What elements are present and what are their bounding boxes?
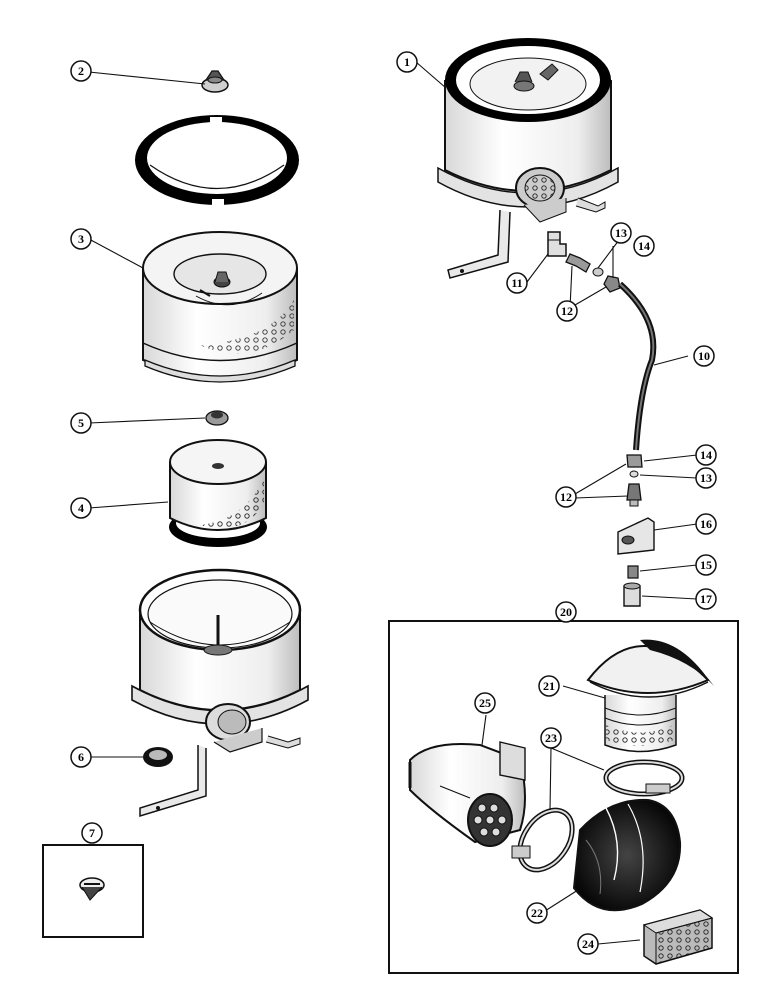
tube-part	[617, 281, 657, 451]
svg-text:25: 25	[479, 696, 491, 710]
svg-text:17: 17	[700, 592, 712, 606]
elbow-fitting-part	[547, 231, 567, 257]
air-cleaner-assembly-part	[437, 38, 619, 279]
callout-6: 6	[70, 746, 92, 768]
callout-16: 16	[695, 513, 717, 535]
leader-lines	[88, 61, 698, 945]
elbow-hose-part	[572, 798, 682, 912]
svg-text:14: 14	[638, 239, 650, 253]
lower-fittings-stack	[617, 454, 655, 607]
nut-part-top	[603, 275, 621, 293]
part-7-inset-box	[42, 844, 144, 938]
callout-22: 22	[526, 902, 548, 924]
svg-text:1: 1	[404, 55, 410, 69]
svg-text:22: 22	[531, 906, 543, 920]
svg-text:24: 24	[582, 937, 594, 951]
callout-17: 17	[695, 588, 717, 610]
svg-text:15: 15	[700, 558, 712, 572]
svg-text:10: 10	[698, 349, 710, 363]
svg-text:20: 20	[560, 605, 572, 619]
precleaner-cap-part	[586, 639, 714, 753]
foam-block-part	[642, 909, 714, 965]
svg-text:6: 6	[78, 750, 84, 764]
gasket-ring-part	[135, 115, 299, 205]
callout-7: 7	[81, 822, 103, 844]
callout-14-bottom: 14	[695, 444, 717, 466]
svg-text:13: 13	[615, 226, 627, 240]
callout-21: 21	[538, 675, 560, 697]
callout-23: 23	[540, 727, 562, 749]
svg-text:14: 14	[700, 448, 712, 462]
svg-text:7: 7	[89, 826, 95, 840]
callout-11: 11	[506, 272, 528, 294]
callout-10: 10	[693, 345, 715, 367]
svg-text:21: 21	[543, 679, 555, 693]
plug-part	[143, 747, 173, 767]
callout-5: 5	[70, 412, 92, 434]
callout-25: 25	[474, 692, 496, 714]
callout-3: 3	[70, 228, 92, 250]
wing-nut-part	[201, 70, 229, 93]
callout-20: 20	[555, 601, 577, 623]
svg-text:12: 12	[561, 304, 573, 318]
callout-15: 15	[695, 554, 717, 576]
small-nut-part	[205, 410, 229, 426]
hose-clamp-part-large	[603, 759, 685, 797]
svg-text:13: 13	[700, 471, 712, 485]
bottom-housing-part	[131, 568, 309, 818]
sleeve-part-top	[592, 267, 604, 277]
callout-13-top: 13	[610, 222, 632, 244]
callout-12-top: 12	[556, 300, 578, 322]
callout-24: 24	[577, 933, 599, 955]
connector-part-top	[565, 253, 591, 273]
inner-filter-element-part	[169, 439, 267, 547]
hose-clamp-part-small	[511, 807, 575, 873]
callout-4: 4	[70, 497, 92, 519]
svg-text:2: 2	[78, 64, 84, 78]
callout-14-top: 14	[633, 235, 655, 257]
svg-text:12: 12	[560, 490, 572, 504]
svg-text:11: 11	[511, 276, 522, 290]
callout-2: 2	[70, 60, 92, 82]
callout-13-bottom: 13	[695, 467, 717, 489]
outer-filter-element-part	[142, 231, 298, 383]
callout-1: 1	[396, 51, 418, 73]
precleaner-body-part	[408, 741, 526, 847]
svg-text:23: 23	[545, 731, 557, 745]
svg-text:5: 5	[78, 416, 84, 430]
svg-text:16: 16	[700, 517, 712, 531]
svg-text:4: 4	[78, 501, 84, 515]
svg-text:3: 3	[78, 232, 84, 246]
callout-12-bottom: 12	[555, 486, 577, 508]
